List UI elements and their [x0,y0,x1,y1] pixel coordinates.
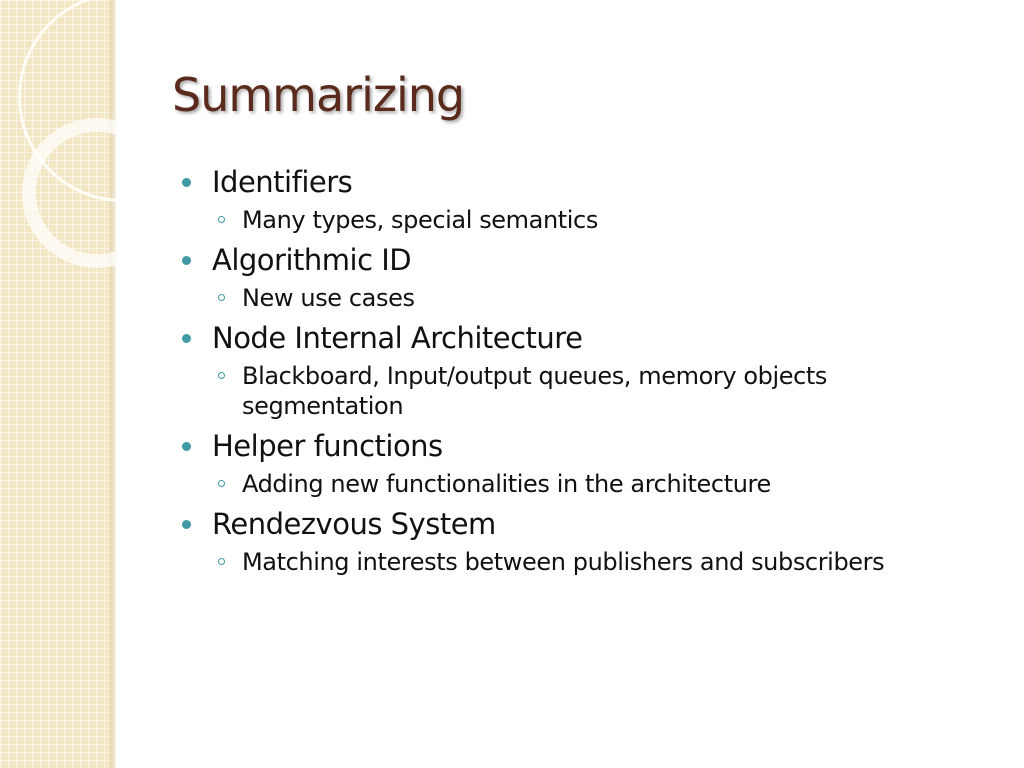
bullet-dot-icon [182,442,191,451]
sub-bullet-ring-icon [218,558,225,565]
sub-bullet-item: Adding new functionalities in the archit… [182,469,962,499]
sub-bullet-ring-icon [218,372,225,379]
bullet-label: Helper functions [212,429,443,463]
bullet-item-node-internal-architecture: Node Internal Architecture [182,321,962,355]
bullet-item-rendezvous-system: Rendezvous System [182,507,962,541]
sub-bullet-label: Blackboard, Input/output queues, memory … [242,362,828,420]
bullet-label: Rendezvous System [212,507,496,541]
sub-bullet-ring-icon [218,480,225,487]
bullet-label: Node Internal Architecture [212,321,583,355]
sub-bullet-item: New use cases [182,283,962,313]
sub-bullet-item: Matching interests between publishers an… [182,547,962,577]
sub-bullet-item: Blackboard, Input/output queues, memory … [182,361,962,421]
bullet-item-identifiers: Identifiers [182,165,962,199]
sidebar-edge [110,0,116,768]
sub-bullet-ring-icon [218,216,225,223]
sub-bullet-label: Matching interests between publishers an… [242,548,885,576]
bullet-item-algorithmic-id: Algorithmic ID [182,243,962,277]
bullet-dot-icon [182,256,191,265]
sub-bullet-label: Many types, special semantics [242,206,598,234]
sub-bullet-label: Adding new functionalities in the archit… [242,470,771,498]
bullet-item-helper-functions: Helper functions [182,429,962,463]
sub-bullet-item: Many types, special semantics [182,205,962,235]
sub-bullet-label: New use cases [242,284,415,312]
slide-title: Summarizing [172,68,465,122]
bullet-label: Identifiers [212,165,353,199]
bullet-dot-icon [182,334,191,343]
bullet-dot-icon [182,520,191,529]
bullet-label: Algorithmic ID [212,243,412,277]
bullet-list: Identifiers Many types, special semantic… [182,165,962,577]
decorative-ring [22,118,172,268]
sub-bullet-ring-icon [218,294,225,301]
bullet-dot-icon [182,178,191,187]
